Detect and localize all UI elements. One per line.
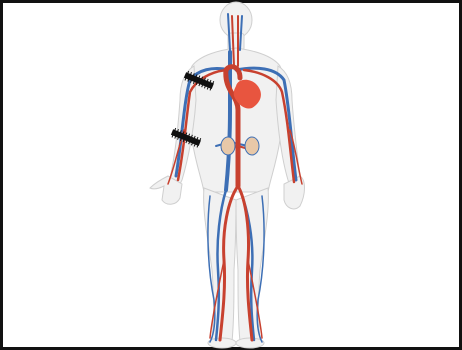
left-kidney: [221, 137, 235, 155]
left-foot: [208, 338, 236, 348]
right-kidney: [245, 137, 259, 155]
right-foot: [236, 338, 264, 348]
